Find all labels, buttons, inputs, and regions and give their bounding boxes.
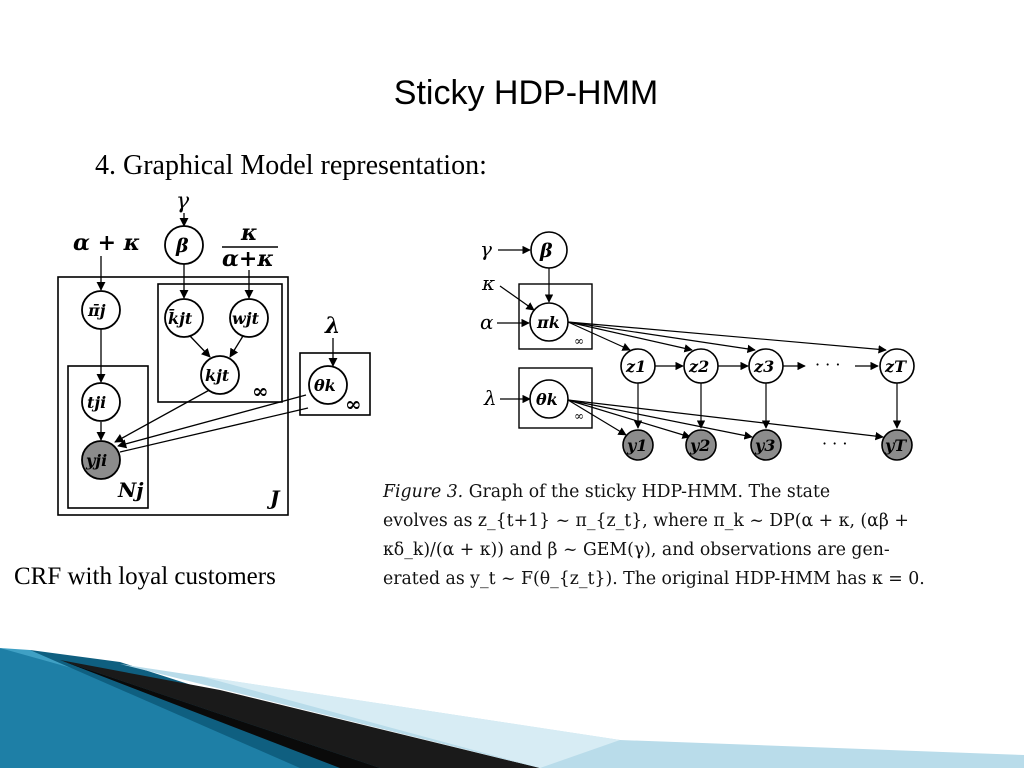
footer-decoration [0, 648, 1024, 768]
node-k-jt [200, 355, 240, 395]
svg-text:zT: zT [884, 357, 907, 376]
node-z3 [748, 348, 784, 384]
svg-text:θk: θk [536, 390, 558, 409]
kappa-fraction-numerator: κ [240, 220, 258, 246]
svg-text:π̄j: π̄j [87, 301, 106, 320]
plate-Nj-label: Nj [117, 478, 144, 502]
caption-line-4: erated as y_t ~ F(θ_{z_t}). The original… [383, 569, 925, 589]
svg-text:yji: yji [85, 451, 107, 470]
node-beta-right [530, 231, 568, 269]
plate-pi-k [518, 283, 593, 350]
node-zT [879, 348, 915, 384]
node-pi-j [81, 290, 121, 330]
node-beta [164, 225, 204, 265]
svg-text:wjt: wjt [232, 309, 260, 328]
svg-text:yT: yT [884, 436, 907, 455]
svg-text:z2: z2 [688, 357, 709, 376]
z-chain-dots: · · · [815, 355, 840, 374]
caption-line-3: κδ_k)/(α + κ)) and β ~ GEM(γ), and obser… [383, 540, 890, 560]
kappa-fraction-denominator: α+κ [222, 246, 274, 272]
svg-text:z1: z1 [625, 357, 646, 376]
node-k-bar-jt [164, 298, 204, 338]
node-y-ji [81, 440, 121, 480]
node-w-jt [229, 298, 269, 338]
figure-label: Figure 3. [383, 482, 464, 502]
plate-J [57, 276, 289, 516]
left-graphical-model: γ α + κ κ α+κ λ β π̄j k̄jt wjt kjt ∞ tji [57, 189, 371, 516]
node-theta-k-left [308, 365, 348, 405]
figure-caption: Figure 3. Graph of the sticky HDP-HMM. T… [383, 478, 1011, 594]
gamma-label-right: γ [480, 237, 492, 261]
svg-text:z3: z3 [753, 357, 774, 376]
plate-Nj [67, 365, 149, 509]
alpha-label-right: α [480, 310, 494, 334]
svg-text:πk: πk [536, 313, 560, 332]
plate-J-label: J [266, 486, 281, 510]
node-y1 [622, 429, 654, 461]
plate-theta-infinity [299, 352, 371, 416]
crf-caption: CRF with loyal customers [14, 563, 276, 590]
y-chain-dots: · · · [822, 434, 847, 453]
slide-subtitle: 4. Graphical Model representation: [95, 150, 487, 181]
slide-title: Sticky HDP-HMM [393, 74, 659, 112]
svg-text:y2: y2 [689, 436, 710, 455]
node-z2 [683, 348, 719, 384]
node-yT [881, 429, 913, 461]
plate-theta-k [518, 367, 593, 429]
node-t-ji [81, 382, 121, 422]
svg-text:β: β [175, 235, 189, 257]
node-z1 [620, 348, 656, 384]
node-y2 [685, 429, 717, 461]
svg-text:y1: y1 [626, 436, 647, 455]
gamma-label: γ [176, 189, 190, 214]
kappa-label-right: κ [481, 271, 495, 295]
lambda-label-left: λ [324, 313, 340, 339]
caption-line-1: Graph of the sticky HDP-HMM. The state [468, 482, 831, 502]
right-graphical-model: ∞ ∞ γ κ α λ · · · β [480, 231, 915, 461]
node-y3 [750, 429, 782, 461]
theta-plate-infinity-right: ∞ [574, 409, 584, 423]
svg-text:y3: y3 [754, 436, 775, 455]
svg-text:θk: θk [314, 376, 336, 395]
alpha-kappa-label: α + κ [73, 230, 140, 256]
plate-inner-infinity [157, 283, 283, 403]
caption-line-2: evolves as z_{t+1} ~ π_{z_t}, where π_k … [383, 511, 909, 531]
svg-text:tji: tji [87, 393, 106, 412]
svg-text:β: β [539, 240, 553, 262]
theta-plate-infinity: ∞ [345, 392, 362, 416]
svg-text:kjt: kjt [205, 366, 230, 385]
node-theta-k-right [529, 379, 569, 419]
lambda-label-right: λ [483, 386, 497, 410]
inner-plate-infinity: ∞ [252, 379, 269, 403]
node-pi-k [529, 302, 569, 342]
pi-plate-infinity: ∞ [574, 334, 584, 348]
svg-text:k̄jt: k̄jt [168, 308, 193, 328]
